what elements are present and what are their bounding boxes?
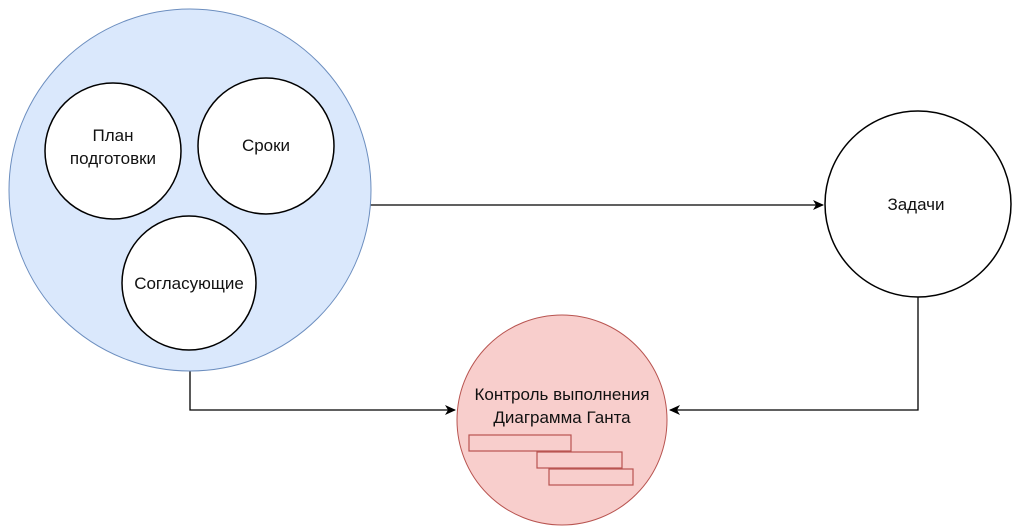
node-deadlines[interactable]: Сроки xyxy=(197,77,335,215)
node-control-label-1: Контроль выполнения xyxy=(475,385,650,404)
gantt-bar-3 xyxy=(548,468,634,486)
gantt-bar-2 xyxy=(536,451,623,469)
node-deadlines-label: Сроки xyxy=(242,136,290,155)
node-plan-label-1: План xyxy=(93,126,134,145)
node-plan-label-2: подготовки xyxy=(70,149,156,168)
node-control-label-2: Диаграмма Ганта xyxy=(493,408,631,427)
node-control[interactable]: Контроль выполнения Диаграмма Ганта xyxy=(456,314,668,526)
node-approvers[interactable]: Согласующие xyxy=(121,215,257,351)
gantt-bar-1 xyxy=(468,434,572,452)
node-plan[interactable]: План подготовки xyxy=(44,82,182,220)
edge-tasks-to-control[interactable] xyxy=(669,297,919,415)
node-tasks-label: Задачи xyxy=(887,195,944,214)
node-tasks[interactable]: Задачи xyxy=(824,110,1012,298)
node-approvers-label: Согласующие xyxy=(134,274,244,293)
edge-group-to-control[interactable] xyxy=(189,370,456,415)
